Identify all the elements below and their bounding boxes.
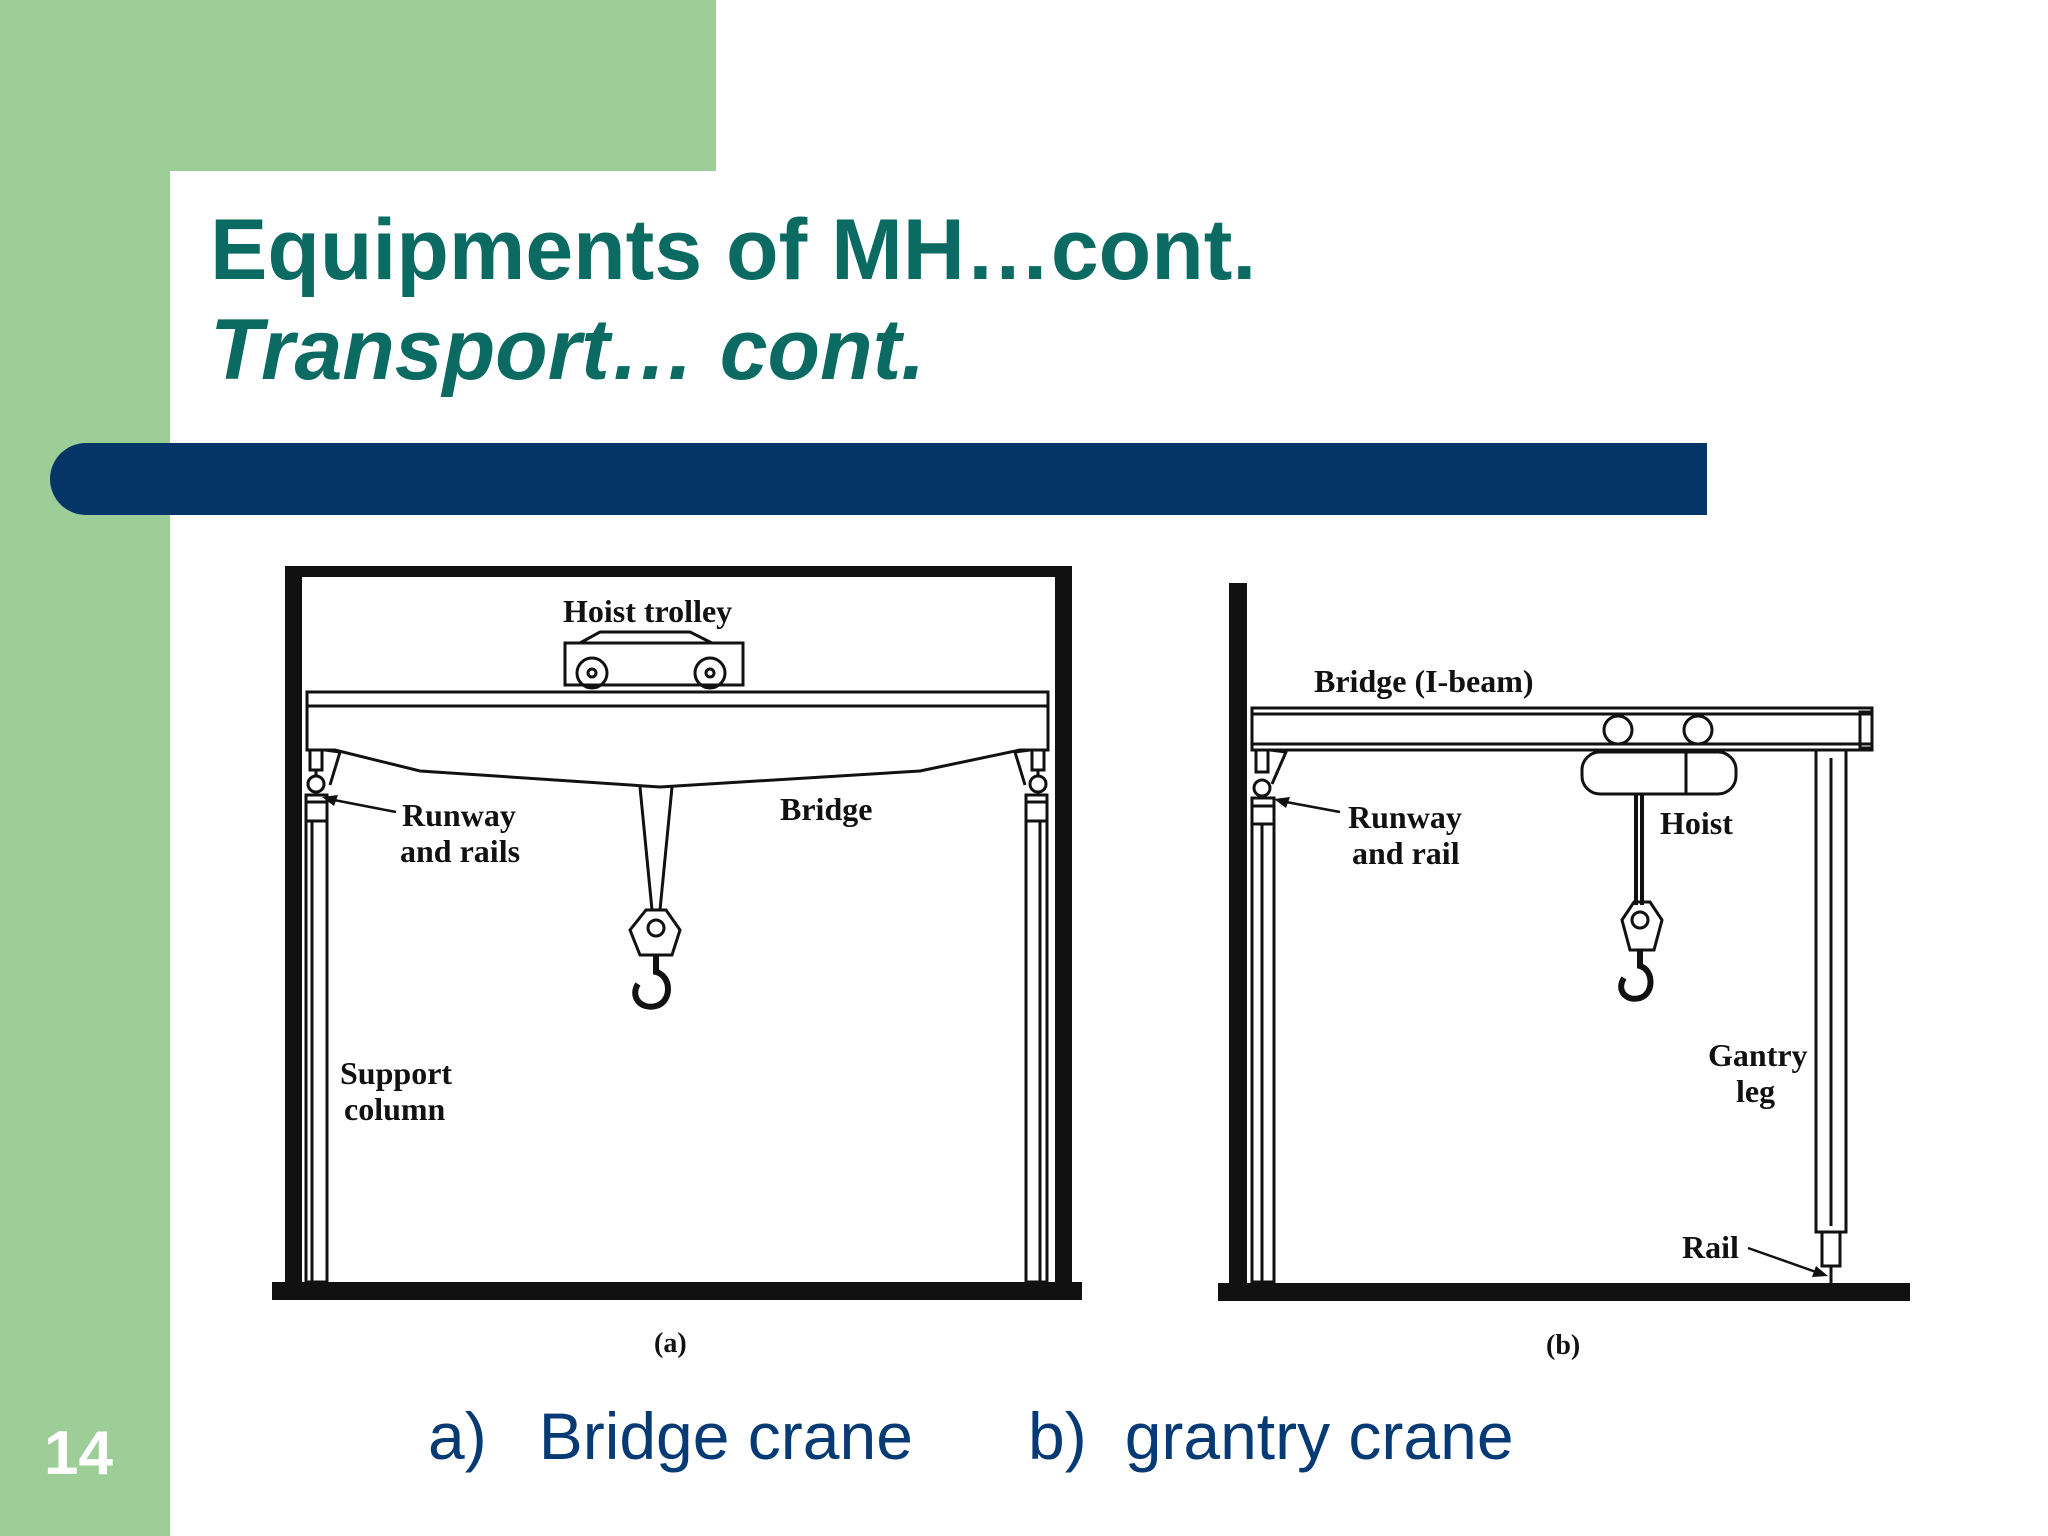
figure-b-tag: (b) bbox=[1546, 1330, 1580, 1361]
label-runway-b-line2: and rail bbox=[1352, 835, 1460, 871]
label-runway-b-line1: Runway bbox=[1348, 799, 1462, 835]
bridge-girder bbox=[305, 690, 1050, 789]
building-wall-left bbox=[285, 566, 302, 1288]
green-sidebar bbox=[0, 0, 170, 1536]
gantry-leg bbox=[1814, 748, 1848, 1284]
hoist-unit bbox=[1580, 714, 1738, 905]
caption-b-text: grantry crane bbox=[1124, 1399, 1514, 1473]
bridge-crane-drawing bbox=[272, 566, 1082, 1300]
label-gantry-line2: leg bbox=[1736, 1073, 1775, 1109]
runway-arrow-a bbox=[322, 795, 397, 814]
label-runway-line2: and rails bbox=[400, 833, 520, 869]
gantry-crane-drawing bbox=[1218, 583, 1910, 1301]
caption-a-letter: a) bbox=[428, 1399, 487, 1473]
label-hoist: Hoist bbox=[1660, 805, 1733, 841]
hoist-trolley bbox=[563, 630, 745, 690]
floor-b bbox=[1218, 1283, 1910, 1301]
slide-number: 14 bbox=[44, 1419, 113, 1488]
title-line: Equipments of MH…cont. bbox=[210, 202, 1257, 298]
label-bridge: Bridge bbox=[780, 791, 872, 827]
building-roof bbox=[285, 566, 1072, 577]
floor-a bbox=[272, 1282, 1082, 1300]
slide-title: Equipments of MH…cont. Transport… cont. bbox=[210, 200, 1256, 400]
support-column-right bbox=[1024, 793, 1049, 1284]
building-wall-right bbox=[1055, 566, 1072, 1288]
caption-bridge-crane: a) Bridge crane bbox=[428, 1398, 913, 1474]
label-gantry-line1: Gantry bbox=[1708, 1037, 1808, 1073]
label-hoist-trolley: Hoist trolley bbox=[563, 593, 732, 629]
label-support-line2: column bbox=[344, 1091, 446, 1127]
label-bridge-ibeam: Bridge (I-beam) bbox=[1314, 663, 1534, 699]
content-panel bbox=[170, 171, 2048, 1536]
caption-a-text: Bridge crane bbox=[538, 1399, 913, 1473]
bridge-ibeam bbox=[1250, 706, 1874, 752]
crane-hook-b bbox=[1618, 900, 1664, 1002]
building-wall-b bbox=[1229, 583, 1247, 1288]
caption-gantry-crane: b) grantry crane bbox=[1028, 1398, 1514, 1474]
green-top-block bbox=[0, 0, 716, 171]
runway-arrow-b bbox=[1274, 797, 1341, 814]
support-column-left bbox=[304, 793, 329, 1284]
runway-column-b bbox=[1250, 748, 1289, 1284]
label-rail: Rail bbox=[1682, 1229, 1739, 1265]
rail-arrow-b bbox=[1747, 1246, 1828, 1277]
subtitle-line: Transport… cont. bbox=[210, 302, 926, 398]
label-runway-line1: Runway bbox=[402, 797, 516, 833]
caption-b-letter: b) bbox=[1028, 1399, 1087, 1473]
label-support-line1: Support bbox=[340, 1055, 452, 1091]
title-divider-bar bbox=[50, 443, 1707, 515]
crane-hook-a bbox=[628, 786, 682, 1010]
figure-a-tag: (a) bbox=[654, 1328, 687, 1359]
runway-rail-right bbox=[1028, 750, 1048, 794]
runway-rail-left bbox=[306, 750, 326, 794]
